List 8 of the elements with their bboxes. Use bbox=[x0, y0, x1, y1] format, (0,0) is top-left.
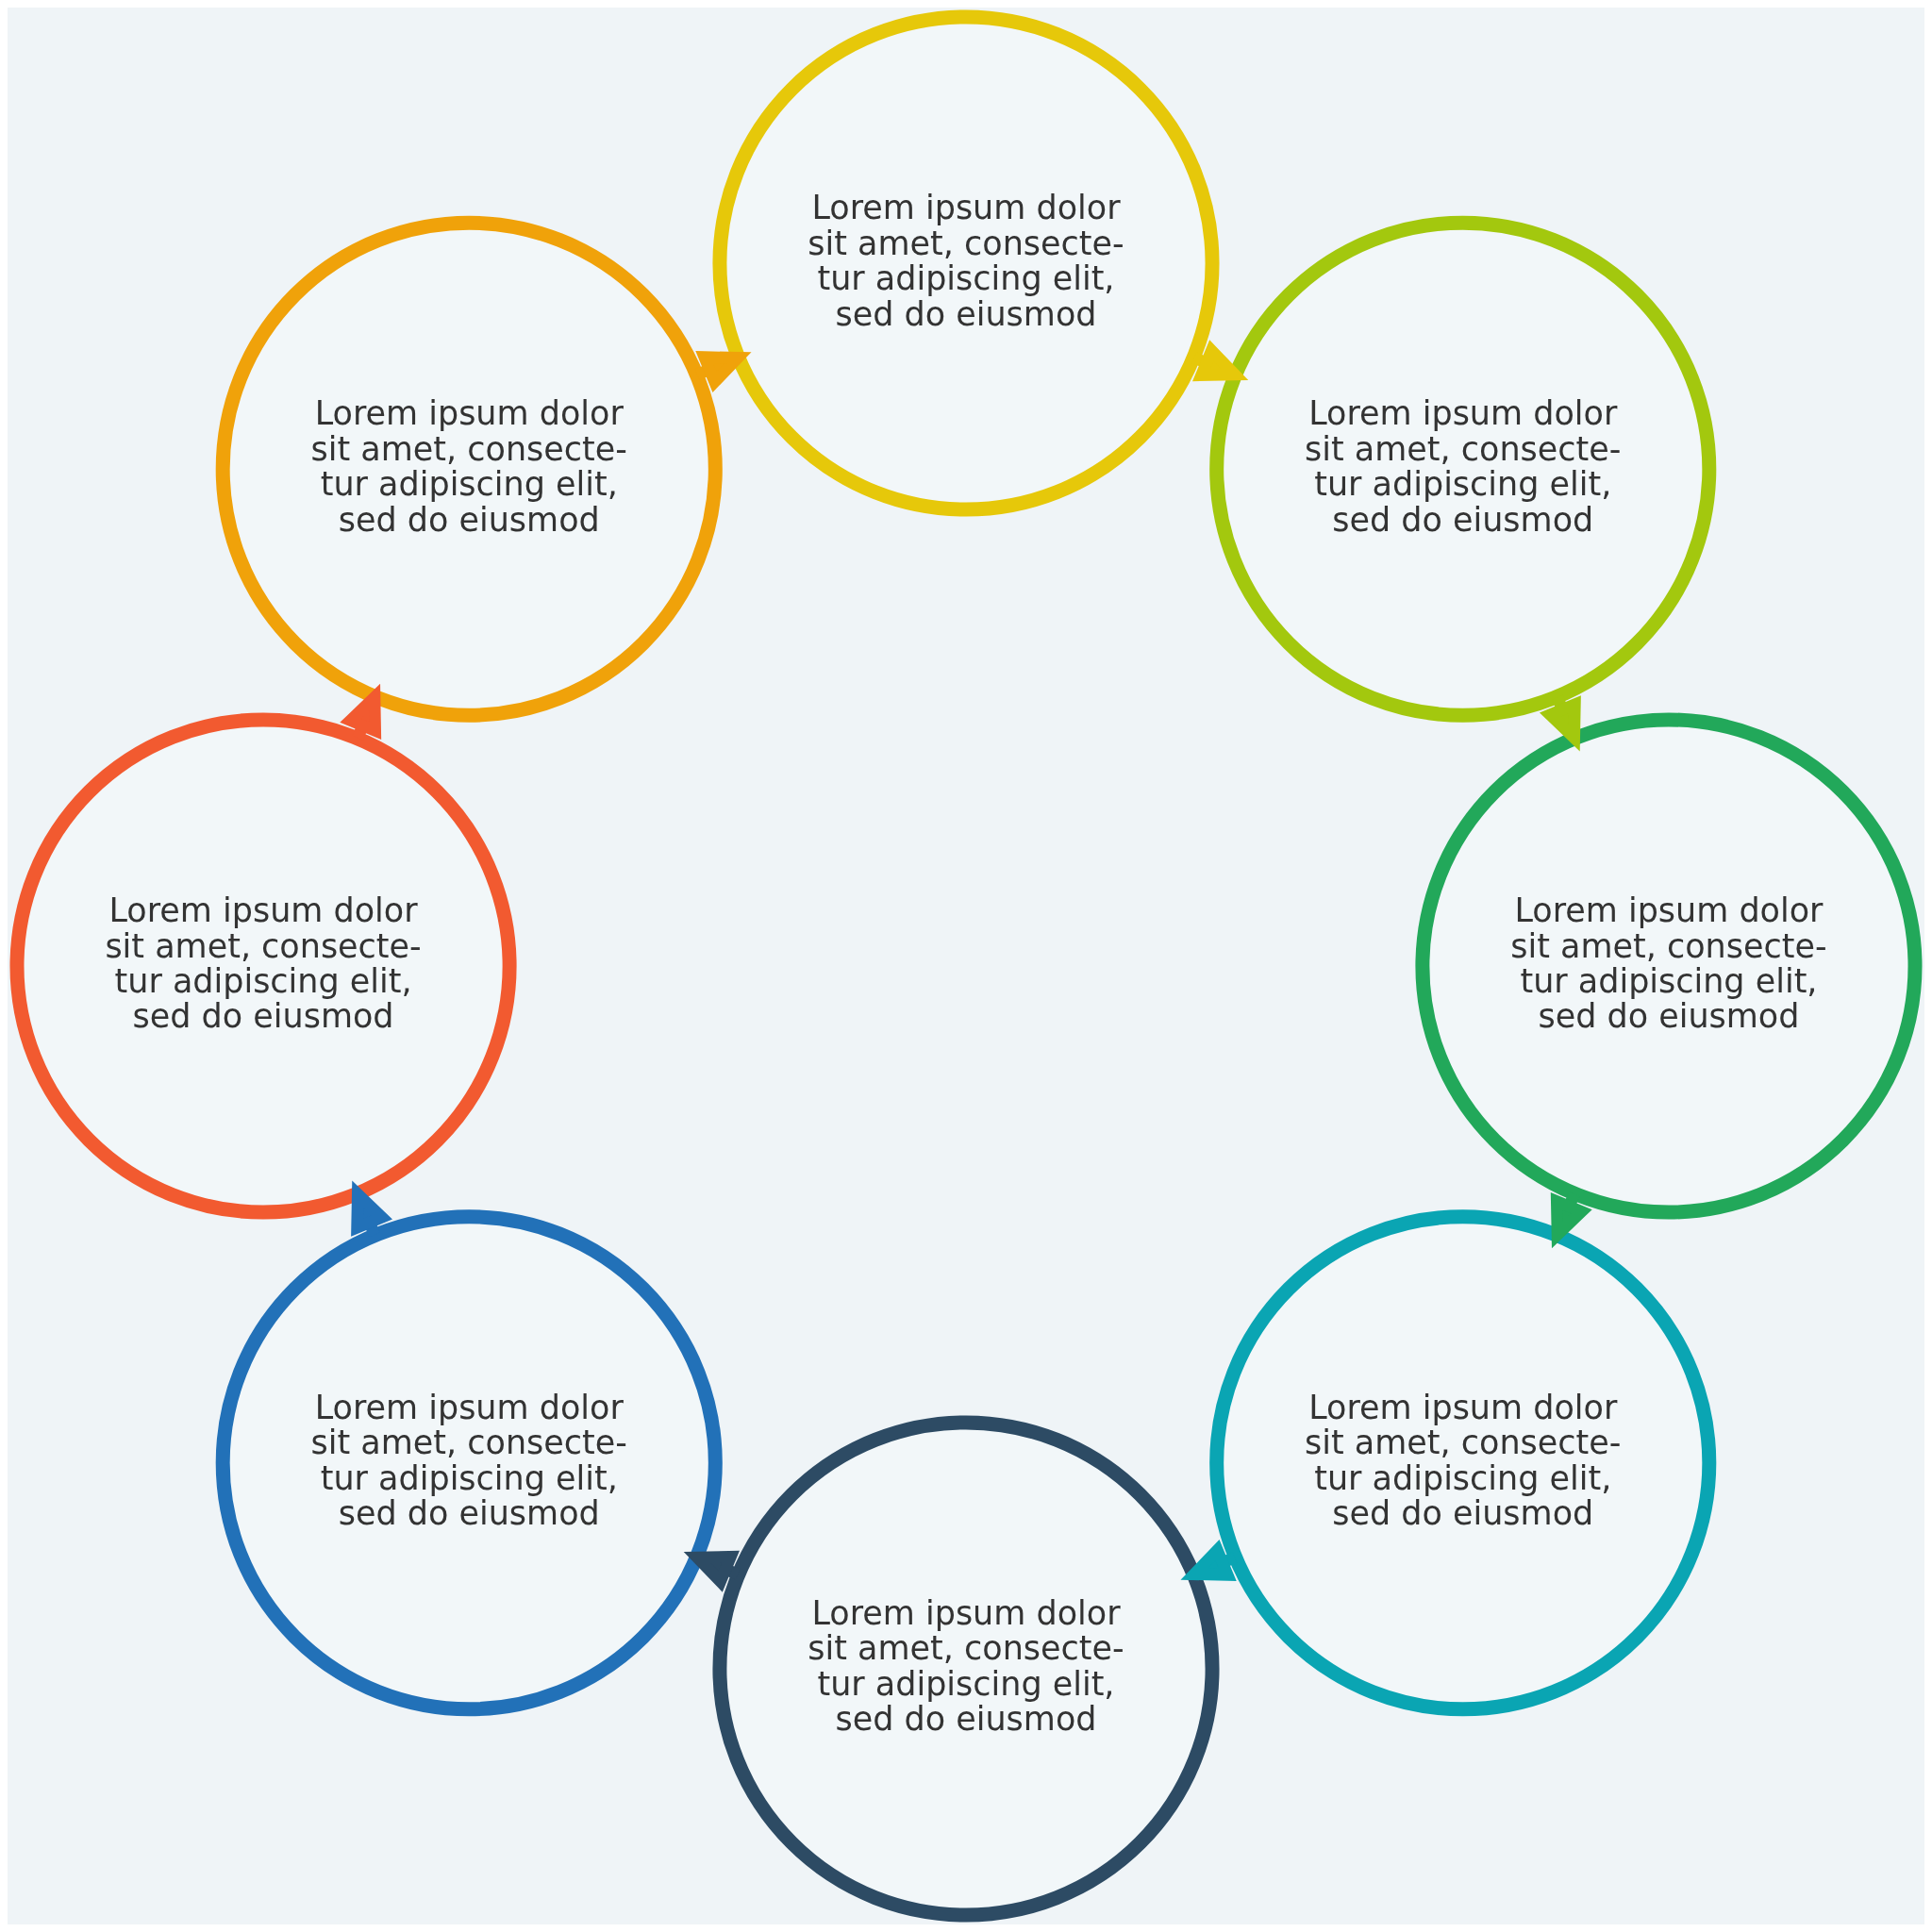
node-circle: Lorem ipsum dolor sit amet, consecte- tur adipiscing elit, sed do eiusmod bbox=[215, 1209, 723, 1717]
node-circle: Lorem ipsum dolor sit amet, consecte- tur adipiscing elit, sed do eiusmod bbox=[215, 215, 723, 723]
node-circle: Lorem ipsum dolor sit amet, consecte- tur adipiscing elit, sed do eiusmod bbox=[1209, 215, 1717, 723]
node-circle: Lorem ipsum dolor sit amet, consecte- tur adipiscing elit, sed do eiusmod bbox=[9, 712, 517, 1220]
node-circle: Lorem ipsum dolor sit amet, consecte- tur adipiscing elit, sed do eiusmod bbox=[712, 1415, 1220, 1923]
node-circle: Lorem ipsum dolor sit amet, consecte- tur adipiscing elit, sed do eiusmod bbox=[712, 9, 1220, 517]
node-circle: Lorem ipsum dolor sit amet, consecte- tur adipiscing elit, sed do eiusmod bbox=[1415, 712, 1923, 1220]
node-circle: Lorem ipsum dolor sit amet, consecte- tur adipiscing elit, sed do eiusmod bbox=[1209, 1209, 1717, 1717]
